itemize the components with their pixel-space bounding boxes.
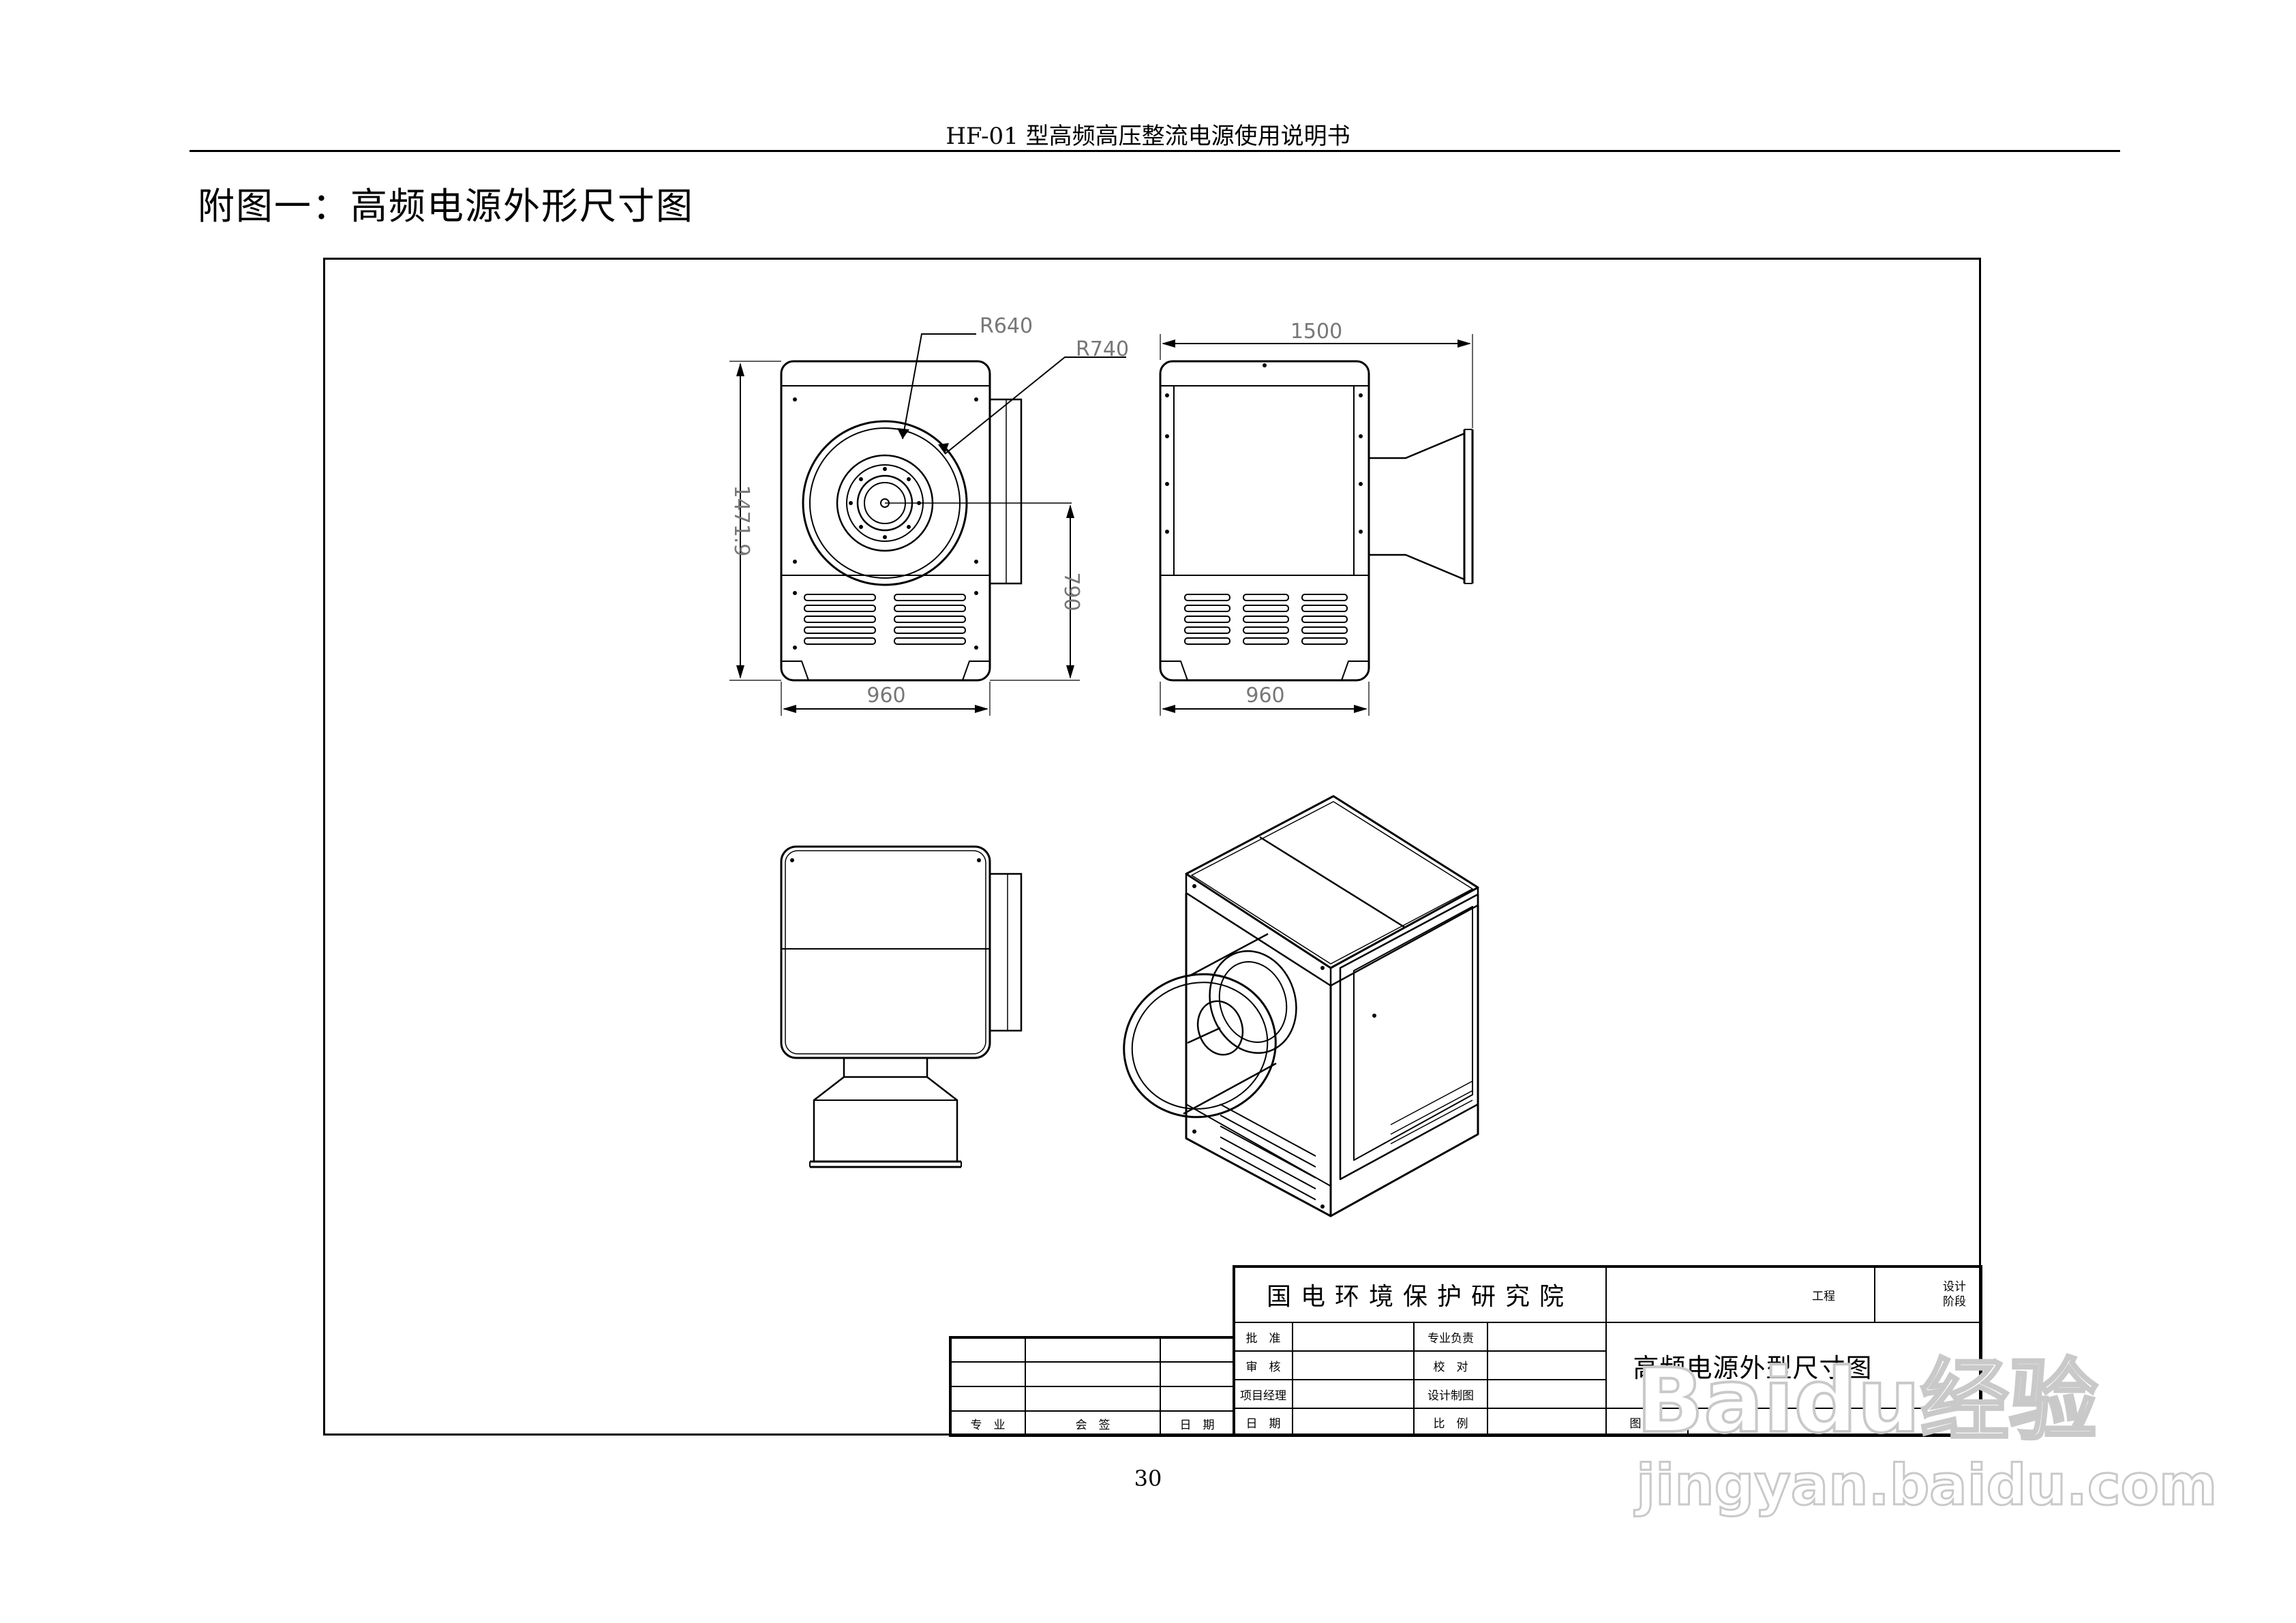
- drawing-name: 高频电源外型尺寸图: [1633, 1352, 1873, 1383]
- review-label: 审 核: [1245, 1360, 1281, 1374]
- title-block-lines: [949, 1265, 1982, 1437]
- design-stage-label: 设计 阶段: [1943, 1280, 1966, 1309]
- axis-height-dimension-label: 790: [1059, 572, 1083, 611]
- countersign-date-label: 日 期: [1179, 1418, 1215, 1432]
- project-label: 工程: [1812, 1289, 1835, 1303]
- depth-dimension-label: 1500: [1290, 320, 1342, 344]
- watermark-url: jingyan.baidu.com: [1635, 1453, 2218, 1518]
- front-view: [780, 360, 1072, 682]
- radius-inner-label: R640: [980, 314, 1033, 338]
- document-header-title: HF-01 型高频高压整流电源使用说明书: [946, 123, 1350, 150]
- isometric-view: [1123, 795, 1479, 1217]
- check-label: 校 对: [1433, 1360, 1468, 1374]
- watermark-brand: Baidu经验: [1635, 1349, 2099, 1453]
- side-view: [1159, 360, 1474, 682]
- radius-outer-label: R740: [1076, 337, 1129, 361]
- side-width-dimension-label: 960: [1245, 684, 1284, 708]
- top-view: [780, 845, 1023, 1168]
- countersign-sign-label: 会 签: [1075, 1418, 1111, 1432]
- lead-label: 专业负责: [1428, 1331, 1474, 1346]
- design-drawing-label: 设计制图: [1428, 1389, 1474, 1403]
- organization-name: 国电环境保护研究院: [1266, 1283, 1573, 1311]
- approve-label: 批 准: [1245, 1331, 1281, 1346]
- scale-label: 比 例: [1433, 1416, 1468, 1431]
- front-width-dimension-label: 960: [866, 684, 905, 708]
- drawing-number-label: 图 号: [1629, 1416, 1665, 1431]
- countersign-discipline-label: 专 业: [970, 1418, 1006, 1432]
- height-dimension-label: 1471.9: [729, 485, 753, 557]
- date-label: 日 期: [1245, 1416, 1281, 1431]
- side-dimensions: [1160, 334, 1473, 716]
- page-number: 30: [1134, 1466, 1162, 1491]
- header-rule: [190, 150, 2120, 152]
- project-manager-label: 项目经理: [1240, 1389, 1286, 1403]
- appendix-title: 附图一：高频电源外形尺寸图: [198, 185, 694, 228]
- front-dimensions: [729, 333, 1126, 716]
